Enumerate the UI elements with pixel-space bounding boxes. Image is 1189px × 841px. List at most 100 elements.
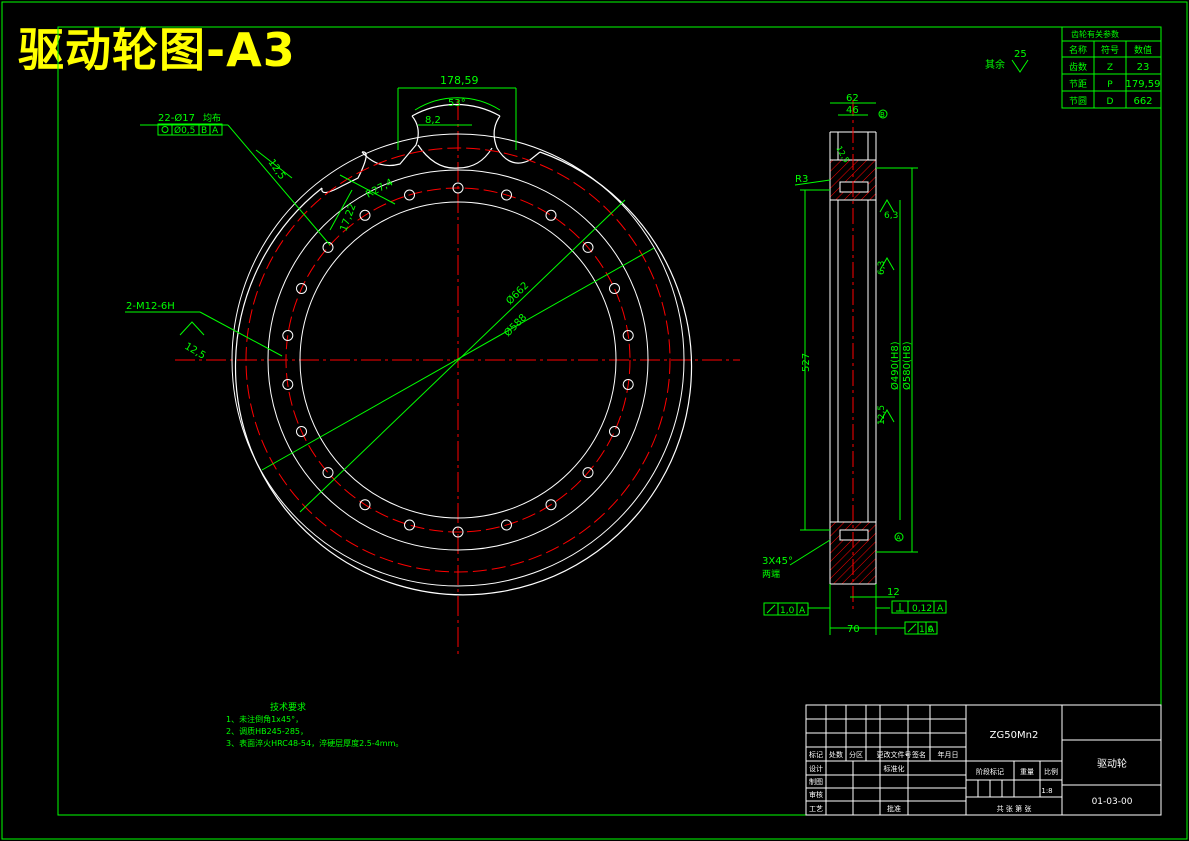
tol-perp-datum: A xyxy=(937,604,944,614)
dim-r-root: 17,22 xyxy=(338,202,358,233)
tol-runout1: 1,0 xyxy=(780,606,795,616)
param-table: 齿轮有关参数 名称 符号 数值 齿数 Z 23 节距 P 179,59 节圆 D… xyxy=(1061,26,1162,109)
dim-d580: Ø580(H8) xyxy=(901,341,913,390)
bolt-hole xyxy=(296,283,307,294)
front-view: 178,59 53° 8,2 22-Ø17 均布 Ø0,5 B A 12,5 R… xyxy=(125,74,740,655)
dim-h527: 527 xyxy=(801,353,812,372)
tb-process: 工艺 xyxy=(809,805,823,813)
dim-thread: 2-M12-6H xyxy=(126,301,175,312)
tech-line-3: 3、表面淬火HRC48-54，淬硬层厚度2.5-4mm。 xyxy=(226,738,403,748)
dim-chamfer-note: 两端 xyxy=(762,568,780,580)
dim-w12: 12 xyxy=(887,587,900,598)
dim-pitch: 178,59 xyxy=(440,74,479,87)
param-row-2-symbol: P xyxy=(1107,80,1113,90)
bolt-hole xyxy=(609,426,620,437)
bolt-hole xyxy=(359,499,371,511)
bolt-hole xyxy=(501,189,512,201)
tb-scale: 比例 xyxy=(1044,767,1058,776)
dim-d588: Ø588 xyxy=(502,312,530,340)
param-row-3-value: 662 xyxy=(1133,96,1152,107)
tb-approve: 批准 xyxy=(887,804,901,813)
param-row-1-name: 齿数 xyxy=(1069,61,1087,73)
rough-left: 12,5 xyxy=(183,341,208,362)
tb-label-date: 年月日 xyxy=(938,750,959,759)
bolt-hole xyxy=(622,379,634,390)
bolt-hole xyxy=(359,209,371,221)
param-col-symbol: 符号 xyxy=(1101,44,1119,56)
bolt-hole xyxy=(582,467,594,479)
tb-scale-value: 1:8 xyxy=(1041,787,1052,795)
dim-w62: 62 xyxy=(846,93,859,104)
dim-d490: Ø490(H8) xyxy=(889,341,901,390)
param-row-3-symbol: D xyxy=(1107,97,1114,107)
tooth-profile xyxy=(234,151,693,596)
tb-weight: 重量 xyxy=(1020,768,1034,776)
tech-title: 技术要求 xyxy=(270,701,306,713)
dim-holes-note: 均布 xyxy=(203,112,221,124)
bolt-hole xyxy=(452,526,464,538)
bolt-hole xyxy=(452,182,464,194)
bolt-hole xyxy=(545,499,557,511)
tb-review: 审核 xyxy=(809,790,823,799)
tb-design: 设计 xyxy=(809,764,823,773)
dim-angle: 53° xyxy=(448,98,466,109)
bolt-hole xyxy=(296,426,307,437)
tb-label-change: 更改文件号 xyxy=(877,750,912,759)
rough-rest-label: 其余 xyxy=(985,58,1005,71)
tech-requirements: 技术要求 1、未注倒角1x45°， 2、调质HB245-285， 3、表面淬火H… xyxy=(226,701,403,748)
tol-runout2: 1,0 xyxy=(919,625,934,635)
tb-label-sign: 签名 xyxy=(912,750,926,759)
tb-name: 驱动轮 xyxy=(1097,757,1127,770)
bolt-hole xyxy=(501,519,512,531)
rough-63a: 6,3 xyxy=(884,211,898,221)
tb-material: ZG50Mn2 xyxy=(990,730,1039,741)
tol-datum-a: A xyxy=(212,126,219,136)
tb-label-count: 处数 xyxy=(829,750,843,759)
param-row-1-symbol: Z xyxy=(1107,63,1113,73)
roughness-rest: 其余 25 xyxy=(985,49,1029,73)
rough-top: 12,5 xyxy=(266,157,288,182)
tb-code: 01-03-00 xyxy=(1092,797,1133,807)
bolt-hole xyxy=(582,241,594,253)
bolt-hole xyxy=(282,379,294,390)
bolt-hole xyxy=(609,283,620,294)
dim-w70: 70 xyxy=(847,624,860,635)
datum-b-side: B xyxy=(880,111,885,119)
bolt-holes xyxy=(282,182,634,538)
dim-r-tooth: R27,4 xyxy=(364,177,395,200)
datum-a-side: A xyxy=(896,534,901,542)
side-view: 62 46 B R3 527 Ø490(H8) Ø580(H8) 6,3 6,3… xyxy=(762,93,947,635)
param-row-2-value: 179,59 xyxy=(1126,79,1161,90)
tb-label-zone: 分区 xyxy=(849,750,863,759)
tb-label-mark: 标记 xyxy=(809,750,823,759)
dim-r3: R3 xyxy=(795,174,808,185)
tech-line-1: 1、未注倒角1x45°， xyxy=(226,714,303,724)
tol-datum-b: B xyxy=(201,126,207,136)
dim-tooth-width: 8,2 xyxy=(425,115,441,126)
dim-w46: 46 xyxy=(846,105,859,116)
title-block: ZG50Mn2 驱动轮 01-03-00 标记 处数 分区 更改文件号 签名 年… xyxy=(805,704,1162,816)
param-table-header: 齿轮有关参数 xyxy=(1071,29,1119,39)
dim-holes: 22-Ø17 xyxy=(158,112,195,124)
rough-63b: 6,3 xyxy=(877,261,887,275)
inner-frame xyxy=(57,26,1162,816)
rough-rest-value: 25 xyxy=(1014,49,1027,60)
tol-perp: 0,12 xyxy=(912,604,932,614)
param-row-1-value: 23 xyxy=(1137,62,1150,73)
dim-chamfer: 3X45° xyxy=(762,556,793,567)
param-row-3-name: 节圆 xyxy=(1069,96,1087,107)
tech-line-2: 2、调质HB245-285， xyxy=(226,726,308,736)
tol-runout2-datum: A xyxy=(928,625,935,635)
param-col-name: 名称 xyxy=(1069,44,1087,56)
bolt-hole xyxy=(282,330,294,341)
tol-position: Ø0,5 xyxy=(174,125,195,136)
bolt-hole xyxy=(322,467,334,479)
bolt-hole xyxy=(404,519,415,531)
param-col-value: 数值 xyxy=(1134,44,1152,56)
tol-runout1-datum: A xyxy=(799,606,806,616)
bolt-hole xyxy=(622,330,634,341)
tb-stage: 阶段标记 xyxy=(976,767,1004,776)
bolt-hole xyxy=(322,241,334,253)
